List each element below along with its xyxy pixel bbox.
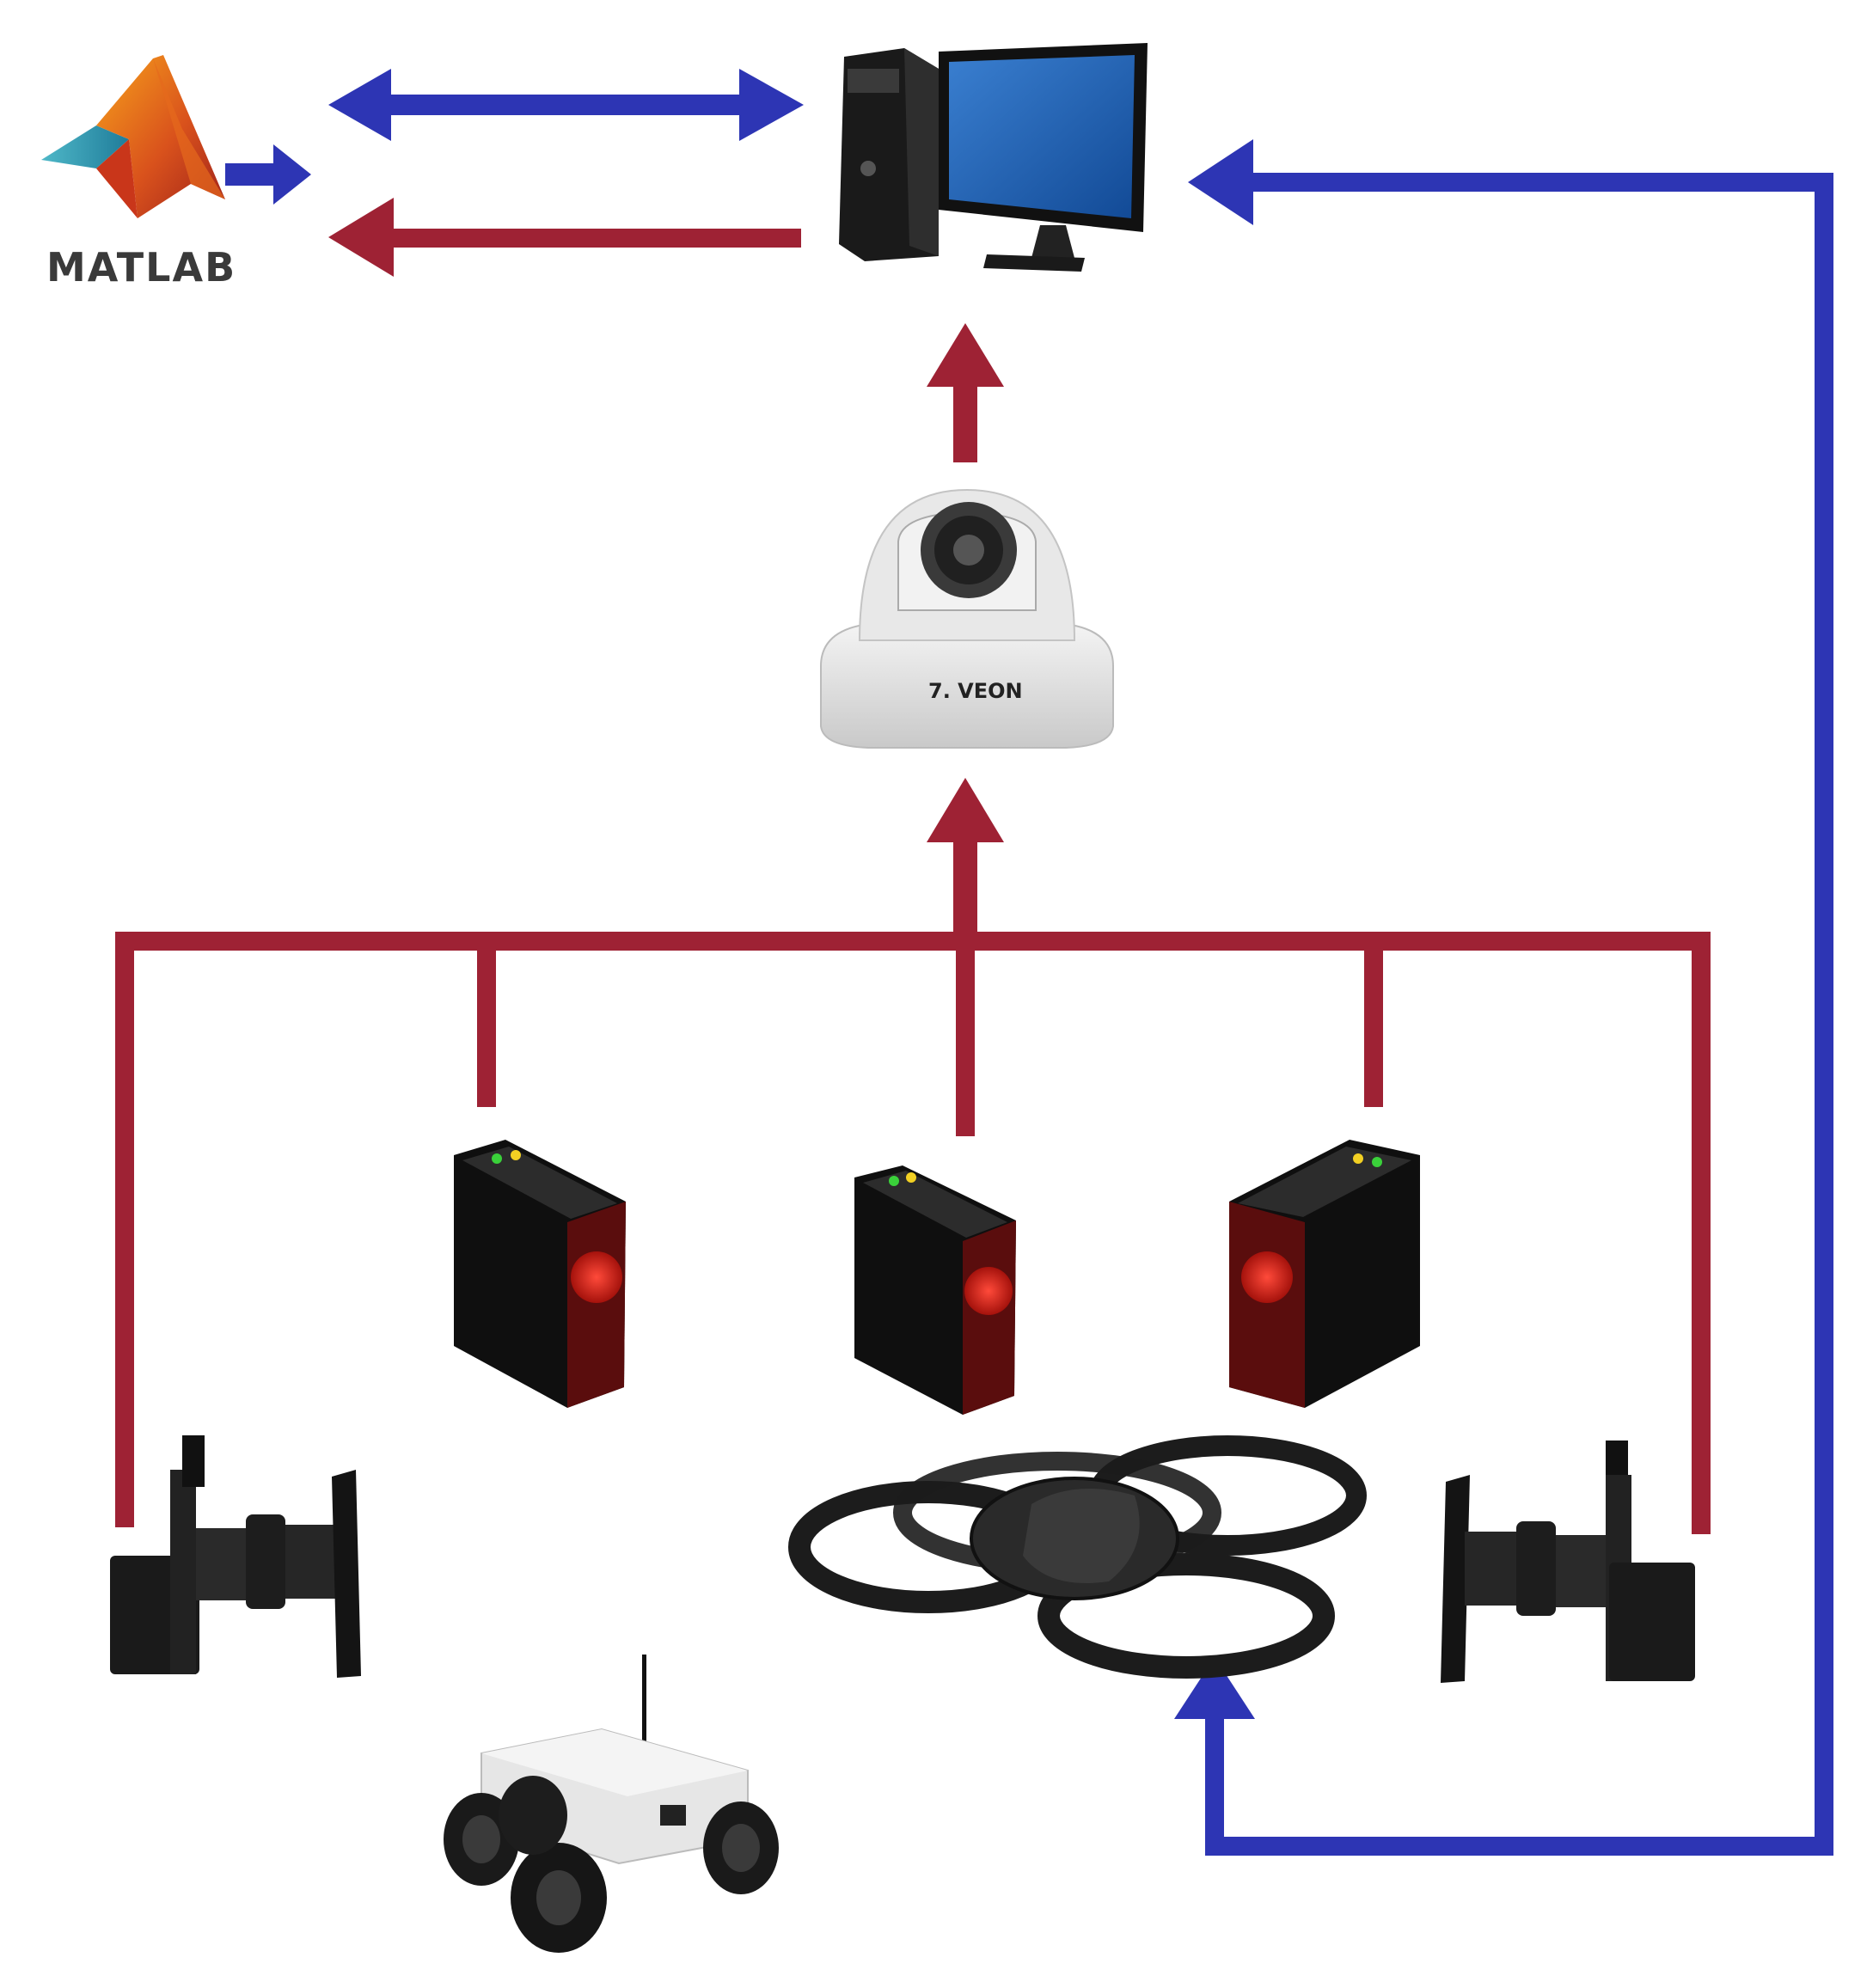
dome-camera-icon: 7. VEON [820,488,1114,749]
drone-feedback-line [1205,173,1833,1856]
laser-sensor-icon [454,1140,626,1408]
wheel-hub-icon [110,1435,361,1678]
matlab-logo-icon: MATLAB [41,55,236,291]
drone-up-arrowhead [1174,1657,1255,1719]
matlab-computer-double-arrow [328,69,804,141]
desktop-computer-icon [839,43,1148,272]
camera-computer-arrow [927,323,1004,462]
camera-brand-label: 7. VEON [928,679,1023,703]
matlab-small-arrow [225,144,311,205]
computer-feedback-arrowhead [1188,139,1253,225]
laser-sensor-icon [1229,1140,1420,1408]
matlab-label: MATLAB [46,244,236,291]
sensor-bus-line [115,932,1711,1534]
quadcopter-icon [788,1435,1367,1679]
laser-sensor-icon [854,1165,1016,1415]
ground-robot-icon [444,1655,779,1953]
wheel-hub-icon [1441,1441,1695,1683]
computer-matlab-arrow [328,198,801,277]
blue-links [225,69,1833,1856]
bus-camera-arrow [927,778,1004,941]
red-links [115,198,1711,1534]
